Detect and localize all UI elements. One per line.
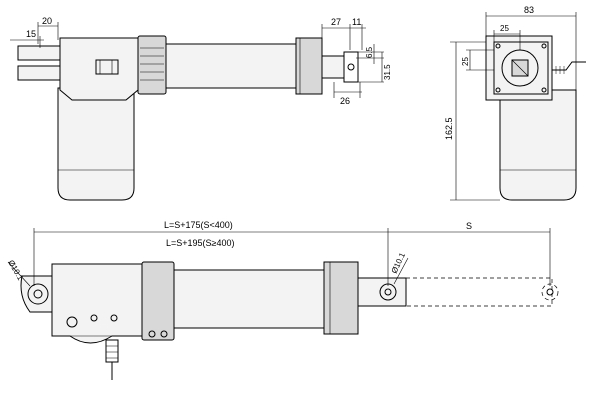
dim-31_5-label: 31.5 bbox=[383, 64, 392, 80]
rod-end bbox=[321, 55, 345, 79]
top-gearbox bbox=[51, 263, 143, 344]
tube-collar bbox=[137, 35, 167, 95]
dim-length-ge400-label: L=S+195(S≥400) bbox=[166, 238, 235, 248]
rod-eye-extended bbox=[546, 288, 554, 296]
rear-pin-circle bbox=[27, 283, 49, 305]
dim-length: L=S+175(S<400) L=S+195(S≥400) bbox=[33, 220, 389, 286]
side-view: 20 15 27 11 6.5 31.5 bbox=[10, 16, 392, 201]
dim-25-width: 25 bbox=[493, 24, 521, 50]
dim-20-label: 20 bbox=[42, 16, 52, 26]
dim-15-label: 15 bbox=[26, 29, 36, 39]
dim-stroke-label: S bbox=[466, 221, 472, 231]
dim-dia-rear-label: Ø10.1 bbox=[6, 259, 25, 283]
top-collar bbox=[141, 261, 175, 341]
end-motor-housing bbox=[499, 89, 577, 201]
cable bbox=[552, 61, 586, 71]
dim-11-label: 11 bbox=[352, 17, 361, 27]
dim-162_5-label: 162.5 bbox=[444, 117, 454, 140]
top-outer-tube bbox=[173, 269, 325, 329]
rod-eye bbox=[343, 51, 359, 83]
dim-25-height: 25 bbox=[461, 49, 494, 71]
dim-26: 26 bbox=[333, 82, 362, 106]
dim-stroke: S bbox=[388, 221, 551, 286]
dim-25-height-label: 25 bbox=[461, 57, 470, 66]
dim-dia-rear: Ø10.1 bbox=[6, 259, 31, 287]
dim-6_5-label: 6.5 bbox=[365, 46, 374, 58]
gearbox-block bbox=[59, 37, 139, 101]
rear-clevis-lower bbox=[17, 65, 61, 81]
dim-26-label: 26 bbox=[340, 96, 350, 106]
dim-27-label: 27 bbox=[331, 17, 341, 27]
motor-housing bbox=[57, 87, 135, 201]
end-view: 83 25 25 162.5 bbox=[444, 5, 586, 201]
dim-162_5: 162.5 bbox=[444, 41, 500, 201]
rear-clevis-upper bbox=[17, 45, 61, 61]
screw-2 bbox=[90, 314, 98, 322]
front-cap bbox=[295, 37, 323, 95]
dim-83-label: 83 bbox=[524, 5, 534, 15]
dim-length-lt400-label: L=S+175(S<400) bbox=[164, 220, 233, 230]
end-flange bbox=[493, 41, 549, 95]
limit-switch-box bbox=[95, 59, 119, 75]
extended-rod-ghost bbox=[405, 277, 553, 307]
dim-27-11: 27 11 bbox=[321, 17, 366, 50]
screw-1 bbox=[66, 316, 78, 328]
dim-83: 83 bbox=[485, 5, 577, 90]
top-rod bbox=[357, 277, 407, 307]
screw-3 bbox=[110, 314, 118, 322]
top-cable-gland bbox=[105, 339, 119, 363]
dim-25-width-label: 25 bbox=[500, 24, 509, 33]
dim-dia-rod-label: Ø10.1 bbox=[390, 251, 408, 275]
outer-tube bbox=[165, 43, 297, 89]
top-view: L=S+175(S<400) L=S+195(S≥400) S Ø10.1 Ø1… bbox=[6, 220, 559, 380]
dim-15: 15 bbox=[10, 29, 44, 48]
top-front-cap bbox=[323, 261, 359, 335]
dim-6_5-31_5: 6.5 31.5 bbox=[356, 44, 392, 83]
dim-20: 20 bbox=[37, 16, 59, 44]
